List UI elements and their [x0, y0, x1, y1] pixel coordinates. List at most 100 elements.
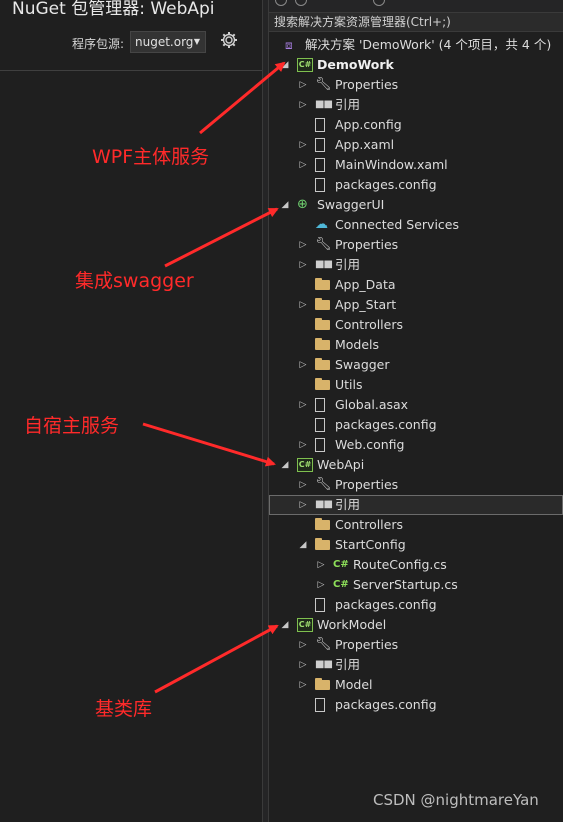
tree-item[interactable]: ▷■■引用: [269, 495, 563, 515]
expander-closed-icon[interactable]: ▷: [317, 580, 325, 590]
tree-item[interactable]: ◢StartConfig: [269, 535, 563, 555]
tree-item[interactable]: ◢C#DemoWork: [269, 55, 563, 75]
tree-item[interactable]: Controllers: [269, 315, 563, 335]
tree-item-label: Controllers: [335, 317, 403, 332]
expander-closed-icon[interactable]: ▷: [299, 400, 307, 410]
nuget-title: NuGet 包管理器: WebApi: [12, 0, 215, 19]
expander-open-icon[interactable]: ◢: [281, 200, 289, 210]
tree-item-label: App.xaml: [335, 137, 395, 152]
tree-item[interactable]: ▷Model: [269, 675, 563, 695]
package-source-dropdown[interactable]: nuget.org ▼: [130, 31, 206, 53]
tree-item[interactable]: Controllers: [269, 515, 563, 535]
expander-open-icon[interactable]: ◢: [281, 620, 289, 630]
pane-divider: [0, 70, 262, 71]
expander-closed-icon[interactable]: ▷: [299, 240, 307, 250]
annotation-swagger: 集成swagger: [75, 270, 194, 292]
solution-explorer: 搜索解决方案资源管理器(Ctrl+;) ⧈ 解决方案 'DemoWork' (4…: [269, 0, 563, 822]
tree-item-label: App_Start: [335, 297, 397, 312]
tree-item[interactable]: ◢C#WebApi: [269, 455, 563, 475]
tree-item[interactable]: ▷C#ServerStartup.cs: [269, 575, 563, 595]
tree-item[interactable]: packages.config: [269, 175, 563, 195]
wrench-icon: 🔧︎: [315, 77, 332, 92]
package-source-value: nuget.org: [135, 35, 194, 49]
expander-closed-icon[interactable]: ▷: [299, 140, 307, 150]
references-icon: ■■: [315, 99, 333, 110]
tree-item[interactable]: ▷ Global.asax: [269, 395, 563, 415]
expander-closed-icon[interactable]: ▷: [299, 480, 307, 490]
tree-item-label: Properties: [335, 237, 399, 252]
tree-item[interactable]: ▷Swagger: [269, 355, 563, 375]
tree-item-label: Global.asax: [335, 397, 409, 412]
tree-item-label: App_Data: [335, 277, 396, 292]
wrench-icon: 🔧︎: [315, 237, 332, 252]
expander-closed-icon[interactable]: ▷: [299, 680, 307, 690]
tree-item[interactable]: ▷Web.config: [269, 435, 563, 455]
expander-closed-icon[interactable]: ▷: [299, 500, 307, 510]
folder-icon: [315, 278, 330, 290]
toolbar-forward-icon[interactable]: [295, 0, 307, 6]
tree-item[interactable]: Models: [269, 335, 563, 355]
tree-item[interactable]: App.config: [269, 115, 563, 135]
tree-item-label: Controllers: [335, 517, 403, 532]
tree-item-label: WorkModel: [317, 617, 387, 632]
annotation-base: 基类库: [95, 698, 153, 720]
csproj-icon: C#: [297, 58, 313, 72]
tree-item[interactable]: ◢C#WorkModel: [269, 615, 563, 635]
tree-item[interactable]: ▷■■引用: [269, 95, 563, 115]
tree-item-label: Properties: [335, 477, 399, 492]
solution-node[interactable]: ⧈ 解决方案 'DemoWork' (4 个项目，共 4 个): [269, 35, 563, 55]
tree-item[interactable]: packages.config: [269, 415, 563, 435]
expander-open-icon[interactable]: ◢: [299, 540, 307, 550]
tree-item[interactable]: ▷ App.xaml: [269, 135, 563, 155]
folder-icon: [315, 518, 330, 530]
expander-closed-icon[interactable]: ▷: [299, 80, 307, 90]
tree-item-label: Connected Services: [335, 217, 459, 232]
tree-item-label: Properties: [335, 637, 399, 652]
tree-item-label: Models: [335, 337, 380, 352]
tree-item[interactable]: ▷ App_Start: [269, 295, 563, 315]
tree-item[interactable]: ▷🔧︎Properties: [269, 475, 563, 495]
toolbar-back-icon[interactable]: [275, 0, 287, 6]
tree-item[interactable]: packages.config: [269, 695, 563, 715]
toolbar-sync-icon[interactable]: [373, 0, 385, 6]
vertical-splitter[interactable]: [262, 0, 269, 822]
references-icon: ■■: [315, 659, 333, 670]
expander-closed-icon[interactable]: ▷: [299, 440, 307, 450]
expander-closed-icon[interactable]: ▷: [299, 660, 307, 670]
expander-closed-icon[interactable]: ▷: [299, 300, 307, 310]
expander-closed-icon[interactable]: ▷: [299, 100, 307, 110]
expander-closed-icon[interactable]: ▷: [299, 640, 307, 650]
expander-closed-icon[interactable]: ▷: [299, 360, 307, 370]
tree-item[interactable]: ◢⊕SwaggerUI: [269, 195, 563, 215]
folder-icon: [315, 338, 330, 350]
tree-item[interactable]: ▷■■引用: [269, 655, 563, 675]
solution-explorer-search-input[interactable]: 搜索解决方案资源管理器(Ctrl+;): [269, 12, 563, 32]
folder-icon: [315, 318, 330, 330]
expander-closed-icon[interactable]: ▷: [299, 260, 307, 270]
tree-item[interactable]: ▷ 🔧︎Properties: [269, 235, 563, 255]
csproj-icon: C#: [297, 458, 313, 472]
tree-item[interactable]: Utils: [269, 375, 563, 395]
tree-item[interactable]: ☁Connected Services: [269, 215, 563, 235]
tree-item[interactable]: ▷C#RouteConfig.cs: [269, 555, 563, 575]
tree-item[interactable]: App_Data: [269, 275, 563, 295]
tree-item[interactable]: packages.config: [269, 595, 563, 615]
config-file-icon: [315, 598, 325, 612]
tree-item-label: 引用: [335, 497, 361, 512]
xaml-file-icon: [315, 138, 325, 152]
expander-open-icon[interactable]: ◢: [281, 60, 289, 70]
wrench-icon: 🔧︎: [315, 637, 332, 652]
tree-item-label: ServerStartup.cs: [353, 577, 458, 592]
expander-closed-icon[interactable]: ▷: [299, 160, 307, 170]
folder-icon: [315, 298, 330, 310]
tree-item[interactable]: ▷MainWindow.xaml: [269, 155, 563, 175]
tree-item[interactable]: ▷■■引用: [269, 255, 563, 275]
expander-open-icon[interactable]: ◢: [281, 460, 289, 470]
folder-icon: [315, 538, 330, 550]
annotation-selfhost: 自宿主服务: [24, 415, 120, 437]
tree-item[interactable]: ▷🔧︎Properties: [269, 75, 563, 95]
gear-icon[interactable]: [219, 30, 239, 50]
tree-item[interactable]: ▷ 🔧︎Properties: [269, 635, 563, 655]
tree-item-label: packages.config: [335, 597, 437, 612]
expander-closed-icon[interactable]: ▷: [317, 560, 325, 570]
